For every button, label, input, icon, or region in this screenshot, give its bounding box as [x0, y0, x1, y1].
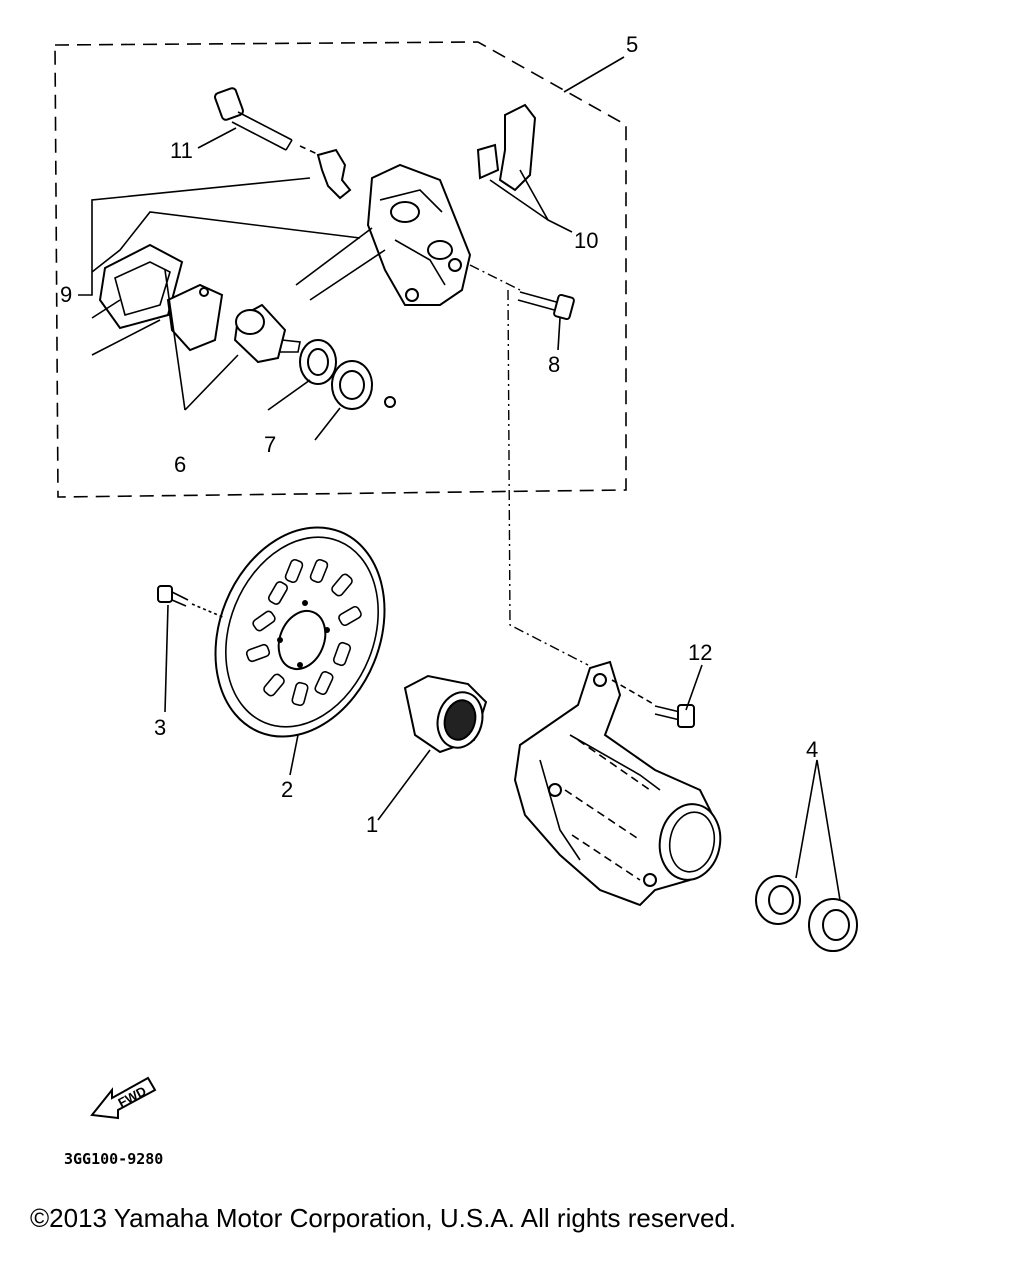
leader-7	[267, 379, 311, 411]
callout-9: 9	[60, 282, 72, 307]
axle-housing	[513, 660, 722, 907]
disc-bolt-3	[157, 585, 189, 607]
brake-pads-9	[98, 243, 224, 352]
caliper-assembly-boundary	[54, 41, 627, 498]
callout-6: 6	[174, 452, 186, 477]
leader-5	[563, 56, 625, 93]
leader-11	[197, 127, 237, 149]
leader-4	[795, 759, 841, 901]
callout-8: 8	[548, 352, 560, 377]
leader-2	[289, 734, 299, 776]
leader-12	[685, 664, 703, 711]
leader-6	[184, 354, 239, 411]
caliper-body	[366, 163, 472, 306]
callout-7: 7	[264, 432, 276, 457]
leader-8	[557, 317, 561, 351]
caliper-bracket-10	[476, 103, 537, 192]
caliper-bolt-11	[214, 87, 293, 151]
copyright-notice: ©2013 Yamaha Motor Corporation, U.S.A. A…	[30, 1203, 737, 1233]
drawing-code: 3GG100-9280	[64, 1150, 163, 1168]
leader-9	[78, 177, 311, 296]
fwd-arrow-icon: FWD	[90, 1076, 157, 1120]
leader-10	[519, 169, 573, 233]
leader-1	[377, 749, 431, 821]
pad-clip	[316, 148, 352, 200]
callout-10: 10	[574, 228, 598, 253]
piston-seals-7	[299, 339, 396, 410]
disc-hub-1	[403, 674, 488, 754]
bracket-bolt-12	[654, 704, 695, 728]
callout-1: 1	[366, 812, 378, 837]
piston-6	[233, 303, 301, 364]
brake-disc-2	[214, 526, 386, 738]
callout-4: 4	[806, 737, 818, 762]
caliper-to-bracket-axis	[507, 289, 589, 666]
caliper-bolt-8	[517, 291, 575, 321]
callout-2: 2	[281, 777, 293, 802]
callout-5: 5	[626, 32, 638, 57]
fwd-label: FWD	[116, 1083, 149, 1110]
axle-nuts-4	[755, 875, 858, 952]
leader-3	[164, 604, 169, 713]
callout-11: 11	[170, 138, 193, 163]
callout-3: 3	[154, 715, 166, 740]
callout-12: 12	[688, 640, 712, 665]
